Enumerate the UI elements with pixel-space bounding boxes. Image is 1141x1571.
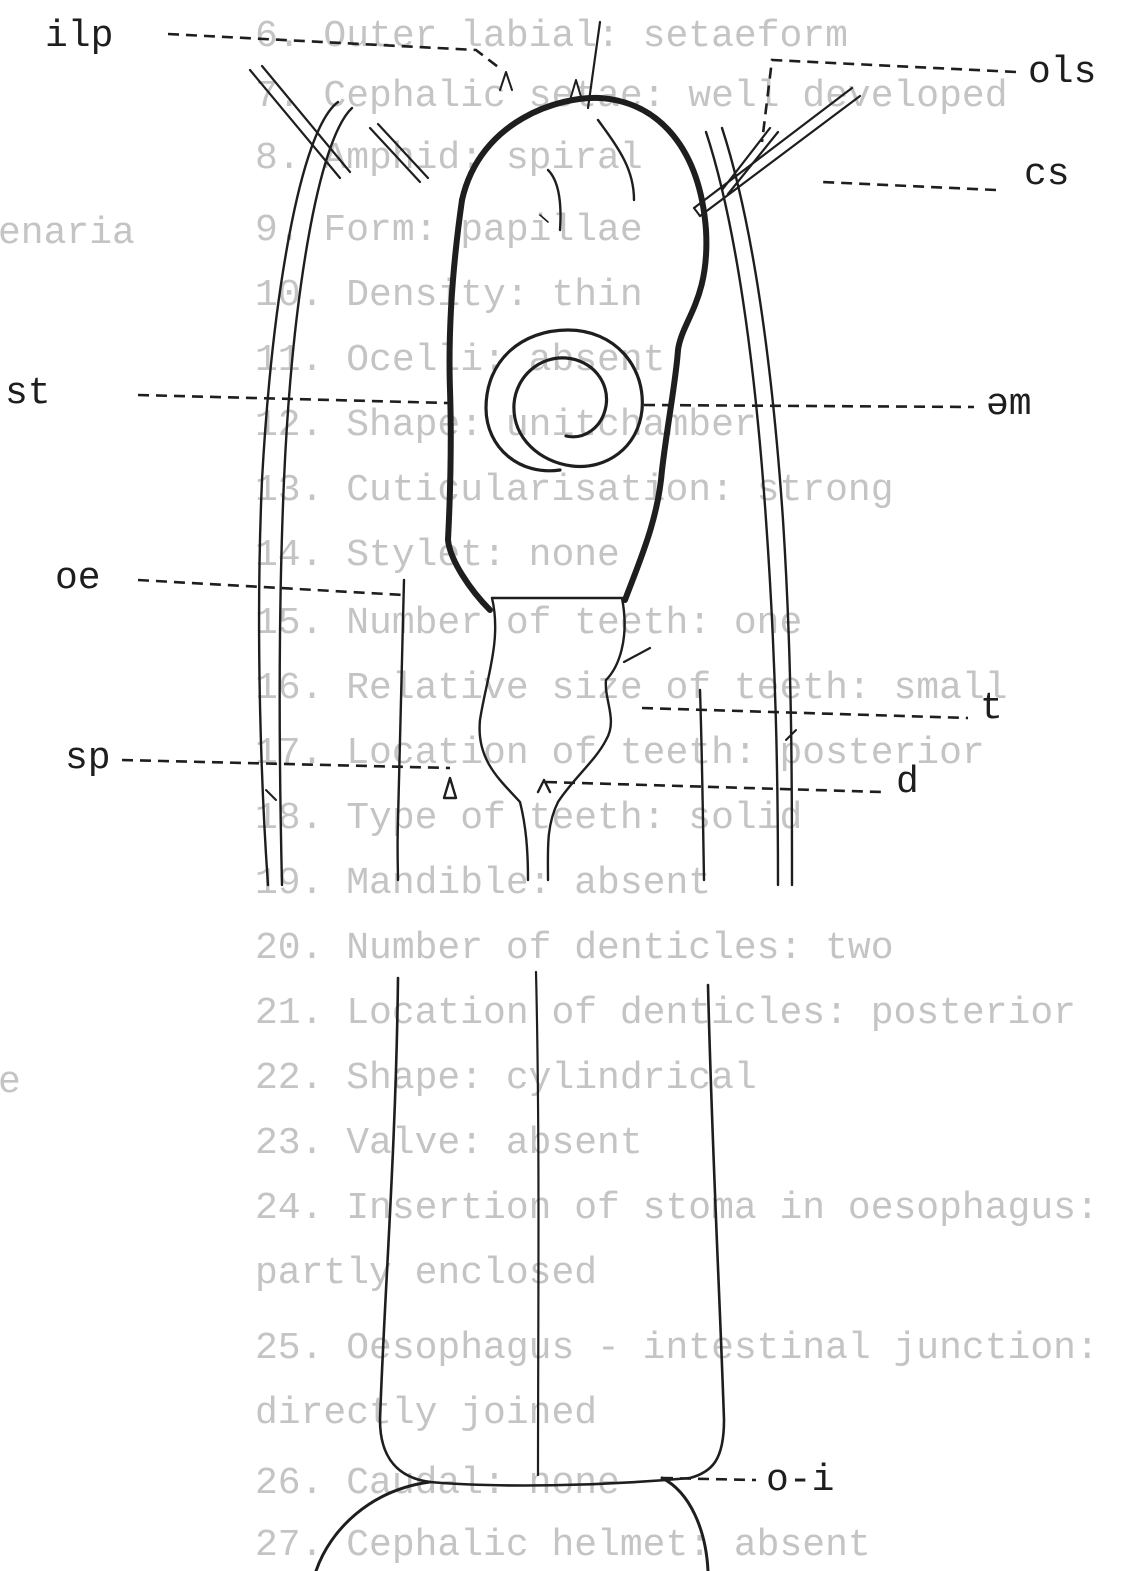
label-oi: o-i	[766, 1459, 834, 1502]
ghost-line: 14. Stylet: none	[255, 534, 620, 577]
leader-oe	[138, 580, 404, 595]
ghost-line: directly joined	[255, 1392, 597, 1435]
label-cs: cs	[1024, 153, 1070, 196]
ghost-line: 11. Ocelli: absent	[255, 339, 665, 382]
ghost-line: 23. Valve: absent	[255, 1122, 643, 1165]
label-am: əm	[986, 383, 1032, 426]
label-oe: oe	[55, 557, 101, 600]
label-st: st	[5, 372, 51, 415]
ghost-line: 20. Number of denticles: two	[255, 927, 894, 970]
ghost-line: enaria	[0, 212, 135, 255]
ghost-line: 27. Cephalic helmet: absent	[255, 1524, 871, 1567]
ghost-line: partly enclosed	[255, 1252, 597, 1295]
ghost-line: 6. Outer labial: setaeform	[255, 15, 848, 58]
label-ilp: ilp	[45, 15, 113, 58]
ghost-line: 24. Insertion of stoma in oesophagus:	[255, 1187, 1099, 1230]
label-sp: sp	[65, 737, 111, 780]
ghost-line: 19. Mandible: absent	[255, 862, 711, 905]
ghost-line: 15. Number of teeth: one	[255, 602, 802, 645]
ghost-line: 22. Shape: cylindrical	[255, 1057, 757, 1100]
ghost-line: 18. Type of teeth: solid	[255, 797, 802, 840]
leader-st	[138, 395, 448, 403]
ghost-line: 21. Location of denticles: posterior	[255, 992, 1076, 1035]
label-d: d	[896, 761, 919, 804]
ghost-line: 7. Cephalic setae: well developed	[255, 75, 1008, 118]
ghost-line: 17. Location of teeth: posterior	[255, 732, 985, 775]
ghost-line: e	[0, 1061, 21, 1104]
leader-d	[546, 782, 882, 792]
ghost-line: 12. Shape: unitchamber	[255, 404, 757, 447]
ghost-line: 13. Cuticularisation: strong	[255, 469, 894, 512]
label-t: t	[980, 687, 1003, 730]
leader-cs	[822, 182, 996, 190]
ghost-line: 16. Relative size of teeth: small	[255, 667, 1008, 710]
label-ols: ols	[1028, 51, 1096, 94]
